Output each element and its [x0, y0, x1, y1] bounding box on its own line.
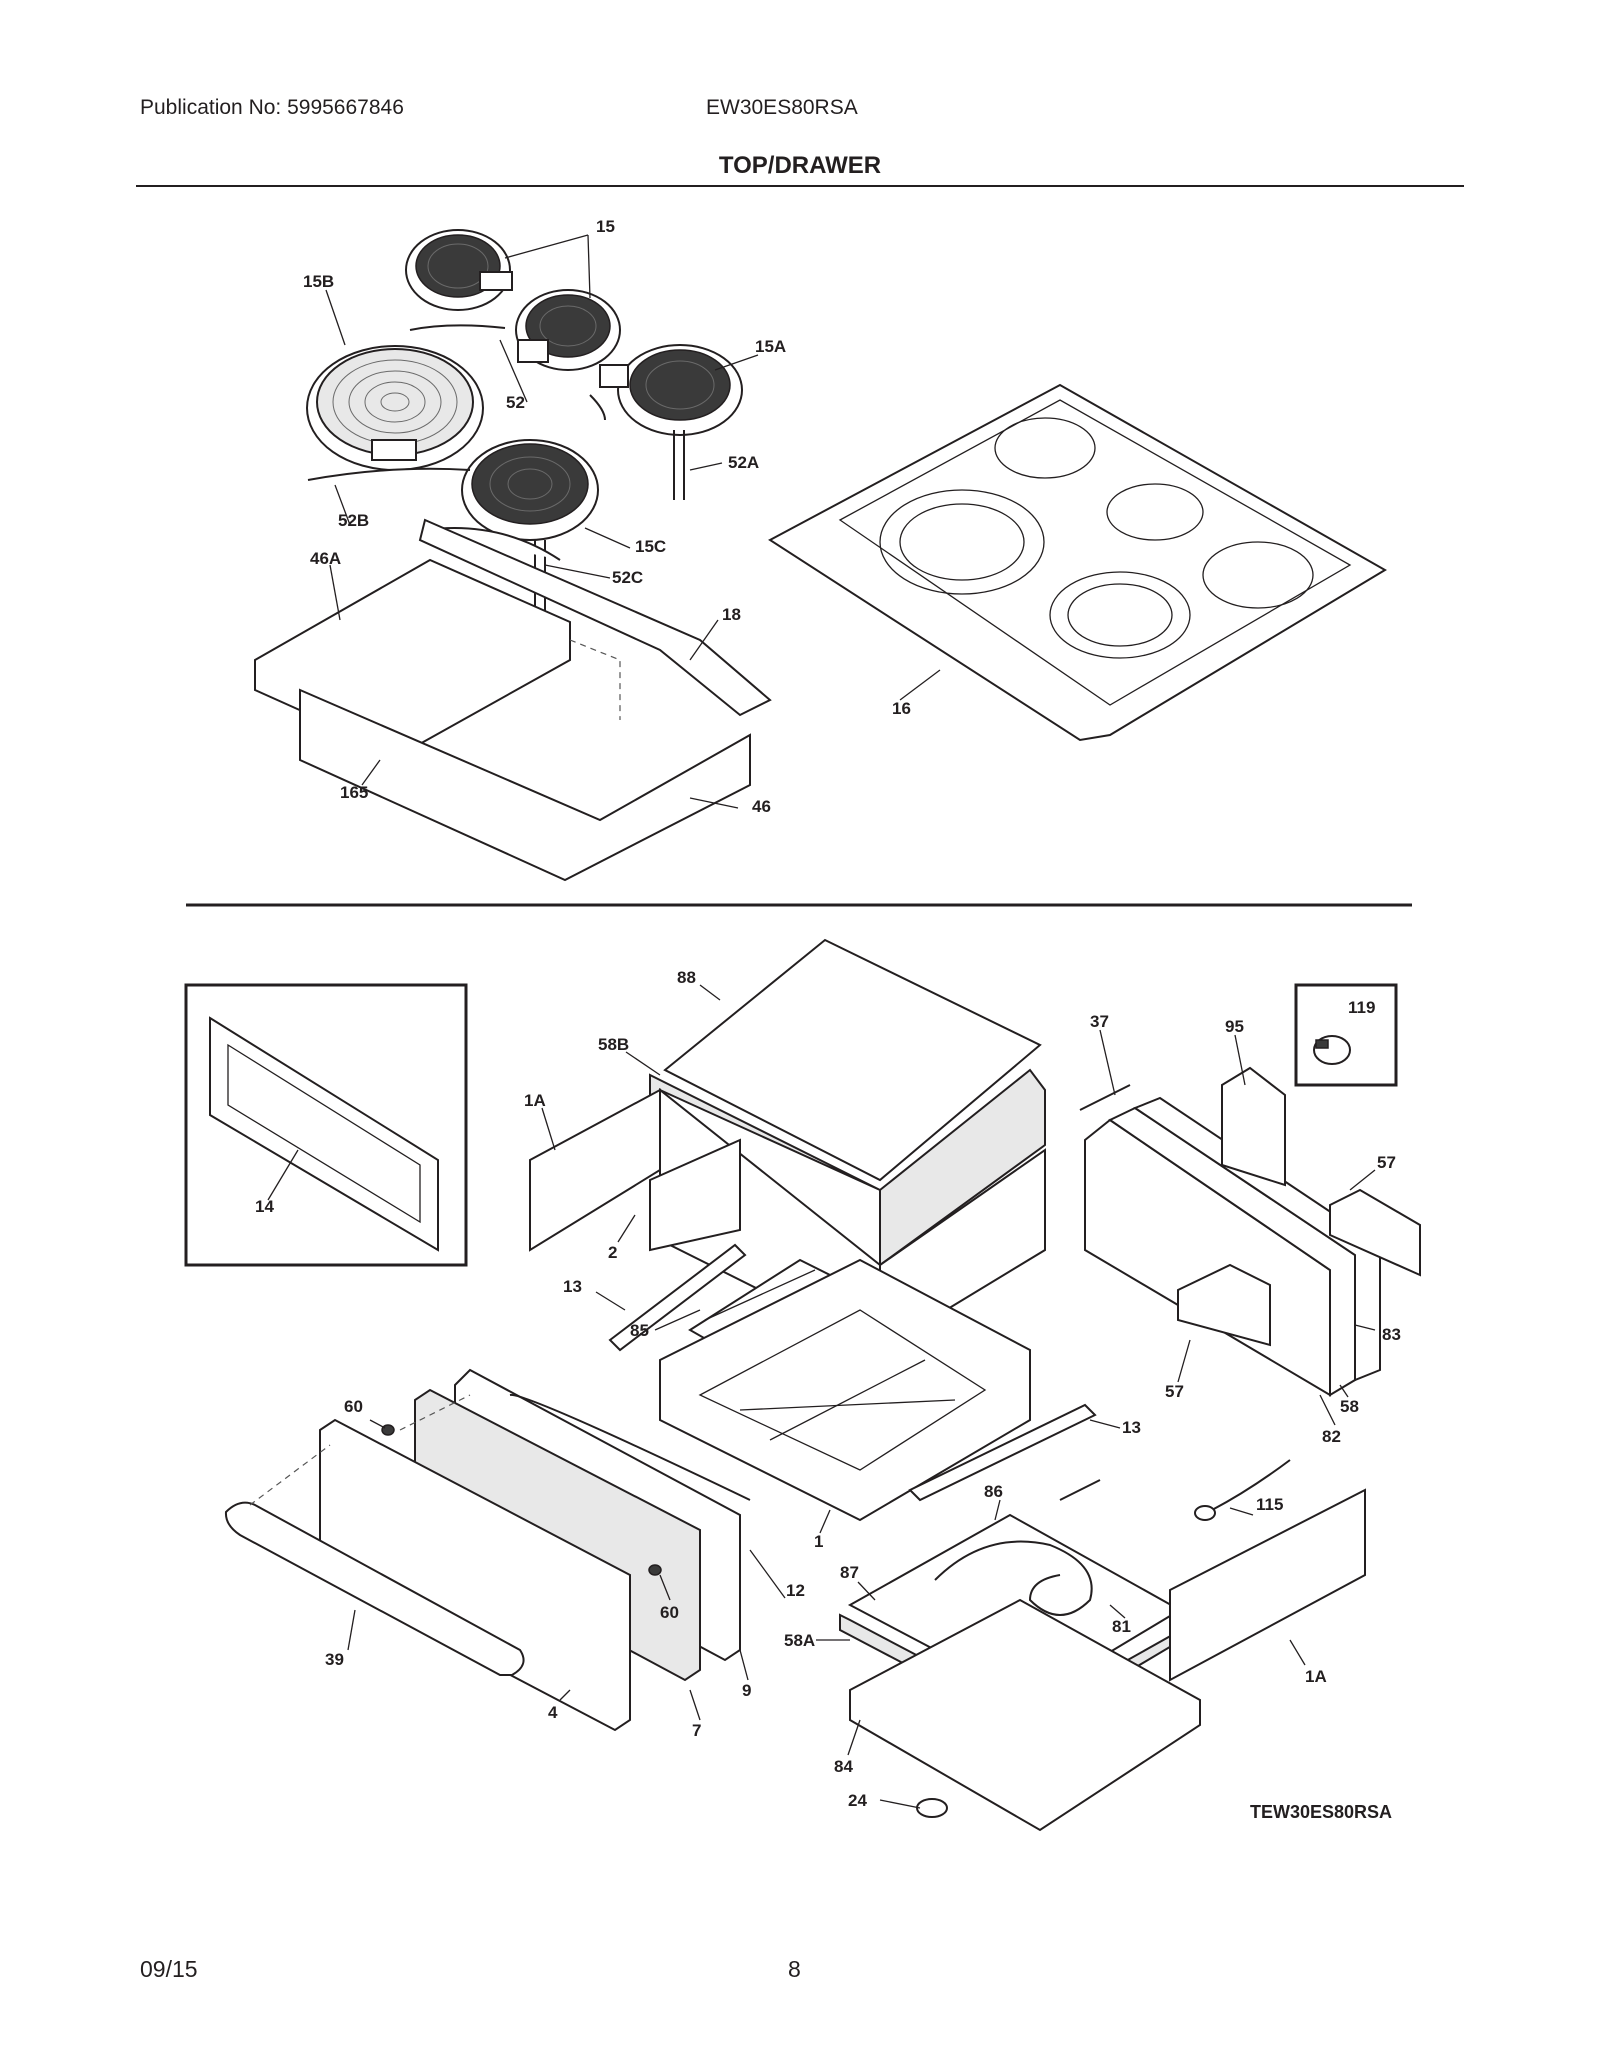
callout-7: 7: [692, 1721, 701, 1740]
callout-1: 1: [814, 1532, 823, 1551]
callout-84: 84: [834, 1757, 853, 1776]
cooktop-elements-group: [306, 229, 743, 612]
side-panel-1A-right: [1169, 1488, 1366, 1682]
section-title: TOP/DRAWER: [718, 152, 882, 179]
callout-57-rear: 57: [1377, 1153, 1396, 1172]
panel-83: [1132, 1096, 1381, 1382]
gasket-12: [509, 1393, 751, 1501]
callout-46A: 46A: [310, 549, 341, 568]
top-cover-88: [663, 938, 1042, 1182]
publication-number: Publication No: 5995667846: [140, 96, 404, 119]
callout-37: 37: [1090, 1012, 1109, 1031]
callout-58A: 58A: [784, 1631, 815, 1650]
front-trim-18: [418, 518, 772, 717]
insulation-57-rear: [1329, 1188, 1421, 1277]
callout-83: 83: [1382, 1325, 1401, 1344]
callout-81: 81: [1112, 1617, 1131, 1636]
callout-58: 58: [1340, 1397, 1359, 1416]
harness-52B: [307, 467, 471, 481]
callout-24: 24: [848, 1791, 867, 1810]
glass-cooktop-16: [768, 383, 1387, 742]
callout-85: 85: [630, 1321, 649, 1340]
callout-52B: 52B: [338, 511, 369, 530]
radiant-element-15-mid: [515, 289, 621, 371]
inset-box-14: [184, 983, 468, 1267]
top-callout-labels: 15 15B 15A 52 52A 52B 15C 52C 46A 18 16 …: [303, 217, 911, 816]
callout-52C: 52C: [612, 568, 643, 587]
callout-12: 12: [786, 1581, 805, 1600]
callout-52: 52: [506, 393, 525, 412]
heating-element-81: [934, 1540, 1093, 1616]
handle-39: [224, 1501, 525, 1676]
callout-95: 95: [1225, 1017, 1244, 1036]
callout-60-right: 60: [660, 1603, 679, 1622]
callout-14: 14: [255, 1197, 274, 1216]
model-number: EW30ES80RSA: [706, 96, 858, 119]
callout-88: 88: [677, 968, 696, 987]
liner-2: [649, 1138, 741, 1252]
bottom-leader-lines: [347, 984, 1376, 1809]
callout-82: 82: [1322, 1427, 1341, 1446]
callout-60-left: 60: [344, 1397, 363, 1416]
screw-60-left: [381, 1424, 395, 1436]
foot-24: [916, 1798, 948, 1818]
callout-13-right: 13: [1122, 1418, 1141, 1437]
callout-15: 15: [596, 217, 615, 236]
screw-60-right: [648, 1564, 662, 1576]
cooktop-frame: [254, 518, 772, 882]
figure-code: TEW30ES80RSA: [1250, 1802, 1392, 1822]
pan-84: [849, 1598, 1201, 1832]
rear-panels: [1079, 1066, 1421, 1397]
drawer-pan-1: [659, 1258, 1031, 1522]
side-panel-1A-left: [529, 1088, 661, 1252]
callout-13-left: 13: [563, 1277, 582, 1296]
callout-86: 86: [984, 1482, 1003, 1501]
sensor-37: [1079, 1084, 1131, 1111]
harness-52-upper: [409, 324, 506, 331]
callout-57-front: 57: [1165, 1382, 1184, 1401]
bottom-callout-labels: 88 58B 1A 37 95 119 57 14 2 13 85 83 57 …: [255, 968, 1401, 1822]
footer-page-number: 8: [788, 1956, 801, 1982]
callout-58B: 58B: [598, 1035, 629, 1054]
slide-13-right: [908, 1403, 1097, 1502]
callout-1A-left: 1A: [524, 1091, 546, 1110]
callout-2: 2: [608, 1243, 617, 1262]
radiant-element-15C: [461, 439, 599, 612]
bottom-tray-assembly: [839, 1459, 1366, 1832]
callout-16: 16: [892, 699, 911, 718]
drawer-front-assembly: [224, 1368, 751, 1732]
callout-39: 39: [325, 1650, 344, 1669]
callout-52A: 52A: [728, 453, 759, 472]
insulation-57-front: [1177, 1263, 1271, 1347]
bracket-95: [1221, 1066, 1286, 1187]
radiant-element-15-top: [405, 229, 513, 311]
callout-115: 115: [1256, 1495, 1283, 1514]
callout-18: 18: [722, 605, 741, 624]
callout-46: 46: [752, 797, 771, 816]
wire-115: [1211, 1459, 1291, 1511]
callout-1A-right: 1A: [1305, 1667, 1327, 1686]
harness-52: [589, 394, 606, 421]
radiant-element-15A: [599, 344, 743, 500]
callout-15C: 15C: [635, 537, 666, 556]
callout-15A: 15A: [755, 337, 786, 356]
callout-87: 87: [840, 1563, 859, 1582]
callout-15B: 15B: [303, 272, 334, 291]
inset-box-119: [1294, 983, 1398, 1087]
footer-date: 09/15: [140, 1956, 198, 1982]
callout-119: 119: [1348, 998, 1375, 1017]
radiant-element-15B: [306, 345, 484, 471]
callout-9: 9: [742, 1681, 751, 1700]
top-leader-lines: [325, 234, 941, 809]
slide-13-left: [608, 1243, 747, 1352]
callout-4: 4: [548, 1703, 558, 1722]
callout-165: 165: [340, 783, 368, 802]
